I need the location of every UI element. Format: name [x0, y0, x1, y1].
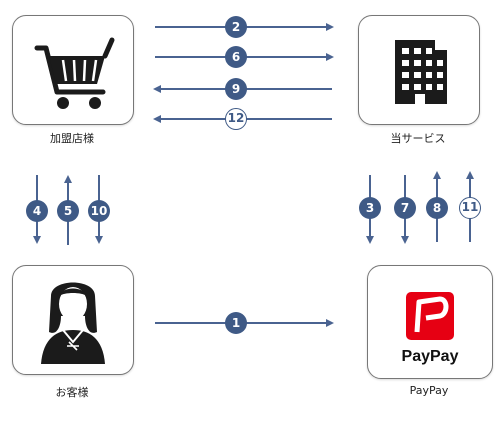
step-4-badge: 4 — [26, 200, 48, 222]
step-5-badge: 5 — [57, 200, 79, 222]
office-building-icon — [395, 40, 447, 104]
customer-box — [12, 265, 134, 375]
paypay-label: PayPay — [409, 384, 449, 397]
shopping-cart-icon — [34, 37, 115, 109]
step-12-badge: 12 — [225, 108, 247, 130]
service-box — [358, 15, 480, 125]
service-label: 当サービス — [390, 132, 446, 145]
step-10-badge: 10 — [88, 200, 110, 222]
merchant-label: 加盟店様 — [50, 132, 94, 145]
paypay-box: PayPay — [367, 265, 493, 379]
paypay-logo — [406, 292, 454, 340]
step-9-badge: 9 — [225, 78, 247, 100]
person-avatar-icon — [41, 282, 105, 364]
step-2-badge: 2 — [225, 16, 247, 38]
step-6-badge: 6 — [225, 46, 247, 68]
merchant-box — [12, 15, 134, 125]
step-11-badge: 11 — [459, 197, 481, 219]
step-7-badge: 7 — [394, 197, 416, 219]
step-1-badge: 1 — [225, 312, 247, 334]
step-8-badge: 8 — [426, 197, 448, 219]
paypay-logo-text: PayPay — [401, 348, 459, 365]
customer-label: お客様 — [55, 386, 89, 399]
step-3-badge: 3 — [359, 197, 381, 219]
